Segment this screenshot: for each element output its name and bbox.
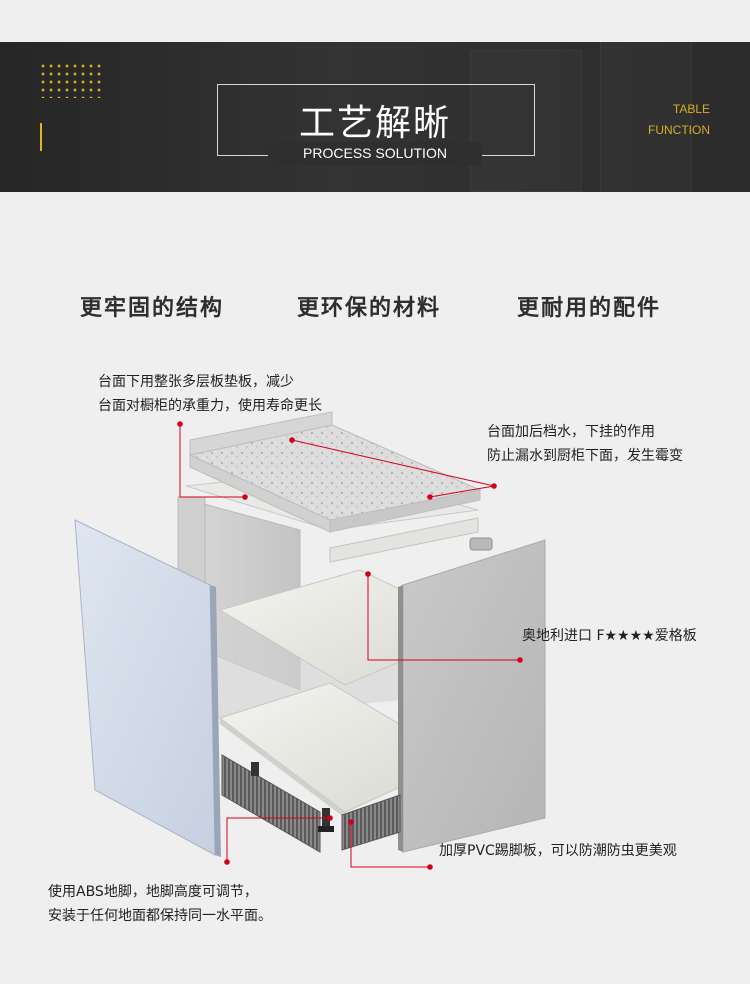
annotation-line: 防止漏水到厨柜下面，发生霉变: [487, 448, 683, 464]
side-label-line-1: TABLE: [672, 102, 710, 116]
side-label: TABLE FUNCTION: [648, 99, 710, 141]
feature-heading-structure: 更牢固的结构: [80, 296, 225, 321]
feature-heading-material: 更环保的材料: [297, 296, 442, 321]
side-label-line-2: FUNCTION: [648, 123, 710, 137]
feature-headings: 更牢固的结构 更环保的材料 更耐用的配件: [0, 290, 750, 322]
banner-background-decor: [600, 42, 692, 192]
annotation-line: 台面对橱柜的承重力，使用寿命更长: [98, 398, 322, 414]
right-door-panel: [398, 539, 546, 853]
annotation-line: 安装于任何地面都保持同一水平面。: [48, 908, 272, 924]
countertop: [188, 411, 482, 533]
banner-background-decor: [470, 50, 582, 192]
annotation-line: 台面加后档水，下挂的作用: [487, 424, 655, 440]
accent-bar: [40, 123, 42, 151]
annotation-pvc-kick-plate: 加厚PVC踢脚板，可以防潮防虫更美观: [439, 843, 677, 859]
hinge-hardware: [469, 537, 493, 551]
subtitle-backdrop: [268, 142, 482, 166]
callout-dots: [177, 421, 523, 870]
annotation-backsplash: 台面加后档水，下挂的作用 防止漏水到厨柜下面，发生霉变: [487, 420, 683, 468]
annotation-line: 使用ABS地脚，地脚高度可调节，: [48, 884, 258, 900]
abs-leg: [251, 762, 334, 832]
annotation-abs-leg: 使用ABS地脚，地脚高度可调节， 安装于任何地面都保持同一水平面。: [48, 880, 272, 928]
left-door-panel: [74, 519, 221, 857]
pvc-kick-plate-left: [221, 754, 321, 853]
annotation-line: 台面下用整张多层板垫板，减少: [98, 374, 294, 390]
dot-grid-decoration: [39, 62, 105, 98]
shelf-edge: [220, 718, 345, 818]
feature-heading-accessories: 更耐用的配件: [517, 296, 662, 321]
rail-board: [329, 517, 479, 563]
annotation-egger-board: 奥地利进口 F★★★★爱格板: [522, 628, 697, 644]
page-title: 工艺解晰: [298, 103, 451, 144]
pvc-kick-plate-right: [341, 794, 401, 851]
header-banner: 工艺解晰 PROCESS SOLUTION TABLE FUNCTION: [0, 42, 750, 192]
page-subtitle: PROCESS SOLUTION: [303, 145, 447, 161]
annotation-substrate-board: 台面下用整张多层板垫板，减少 台面对橱柜的承重力，使用寿命更长: [98, 370, 322, 418]
callout-lines: [179, 424, 520, 868]
